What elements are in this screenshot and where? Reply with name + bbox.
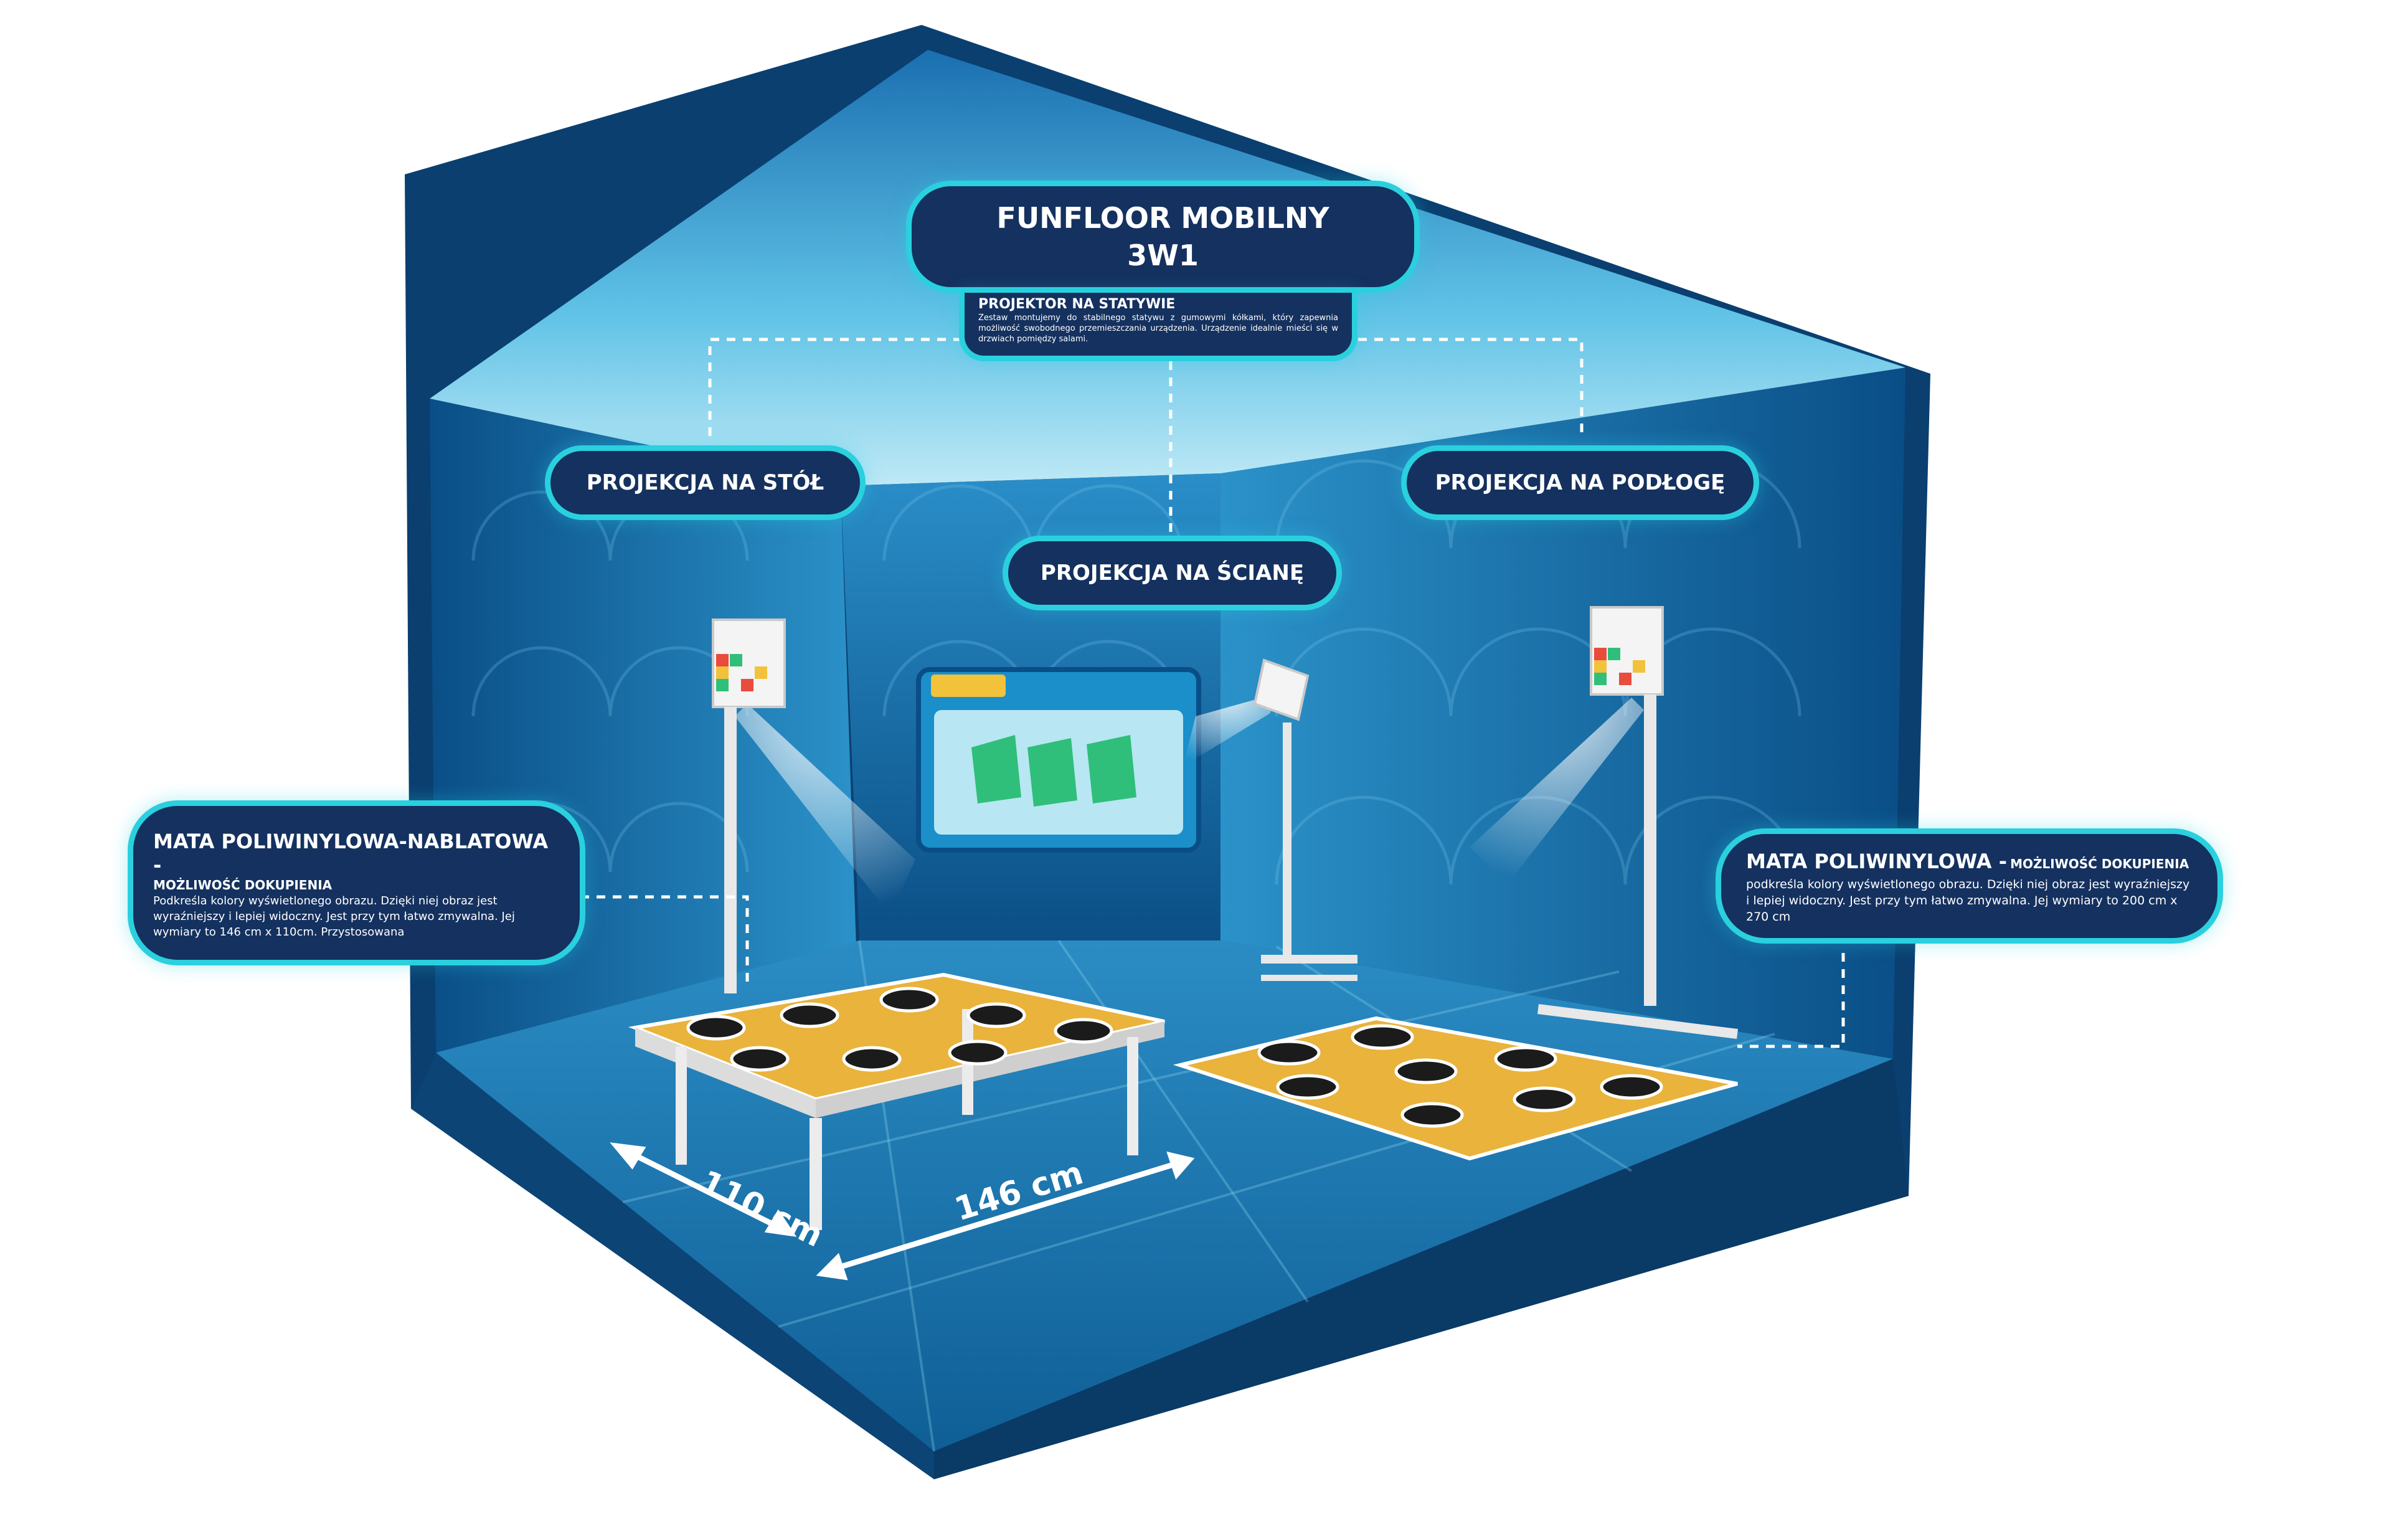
title-panel: FUNFLOOR MOBILNY 3W1 xyxy=(906,181,1420,293)
connector-lines xyxy=(548,338,1845,1048)
wall-projector-stand xyxy=(1253,658,1357,981)
label-table-projection: PROJEKCJA NA STÓŁ xyxy=(545,445,866,520)
table-mat-description: Podkreśla kolory wyświetlonego obrazu. D… xyxy=(153,894,515,939)
floor-mat xyxy=(1173,1016,1738,1161)
table xyxy=(628,972,1165,1230)
label-wall-projection: PROJEKCJA NA ŚCIANĘ xyxy=(1003,536,1342,610)
title-line-1: FUNFLOOR MOBILNY xyxy=(996,201,1329,235)
projector-description: Zestaw montujemy do stabilnego statywu z… xyxy=(978,313,1338,344)
projector-heading: PROJEKTOR NA STATYWIE xyxy=(978,296,1176,312)
wall-beam xyxy=(1183,694,1273,766)
floor-edge-right xyxy=(934,1059,1909,1479)
floor-mat-description: podkreśla kolory wyświetlonego obrazu. D… xyxy=(1746,878,2190,924)
wall-screen xyxy=(916,667,1201,853)
floor-mat-subheading: MOŻLIWOŚĆ DOKUPIENIA xyxy=(2010,856,2189,871)
floor-projector-stand xyxy=(1537,606,1738,1039)
table-beam xyxy=(735,704,915,916)
title-line-2: 3W1 xyxy=(1127,239,1199,272)
projector-info-panel: PROJEKTOR NA STATYWIE Zestaw montujemy d… xyxy=(959,293,1357,361)
floor-edge xyxy=(411,1053,934,1479)
table-mat-info-panel: MATA POLIWINYLOWA-NABLATOWA - MOŻLIWOŚĆ … xyxy=(128,800,585,965)
floor-mat-info-panel: MATA POLIWINYLOWA - MOŻLIWOŚĆ DOKUPIENIA… xyxy=(1716,828,2223,944)
floor-beam xyxy=(1470,698,1644,884)
table-mat-heading: MATA POLIWINYLOWA-NABLATOWA - xyxy=(153,830,549,877)
table-mat-subheading: MOŻLIWOŚĆ DOKUPIENIA xyxy=(153,878,333,893)
table-projector-stand xyxy=(712,618,786,993)
label-floor-projection: PROJEKCJA NA PODŁOGĘ xyxy=(1401,445,1759,520)
dimension-lines xyxy=(610,1142,1195,1281)
floor-mat-heading: MATA POLIWINYLOWA - xyxy=(1746,850,2007,873)
